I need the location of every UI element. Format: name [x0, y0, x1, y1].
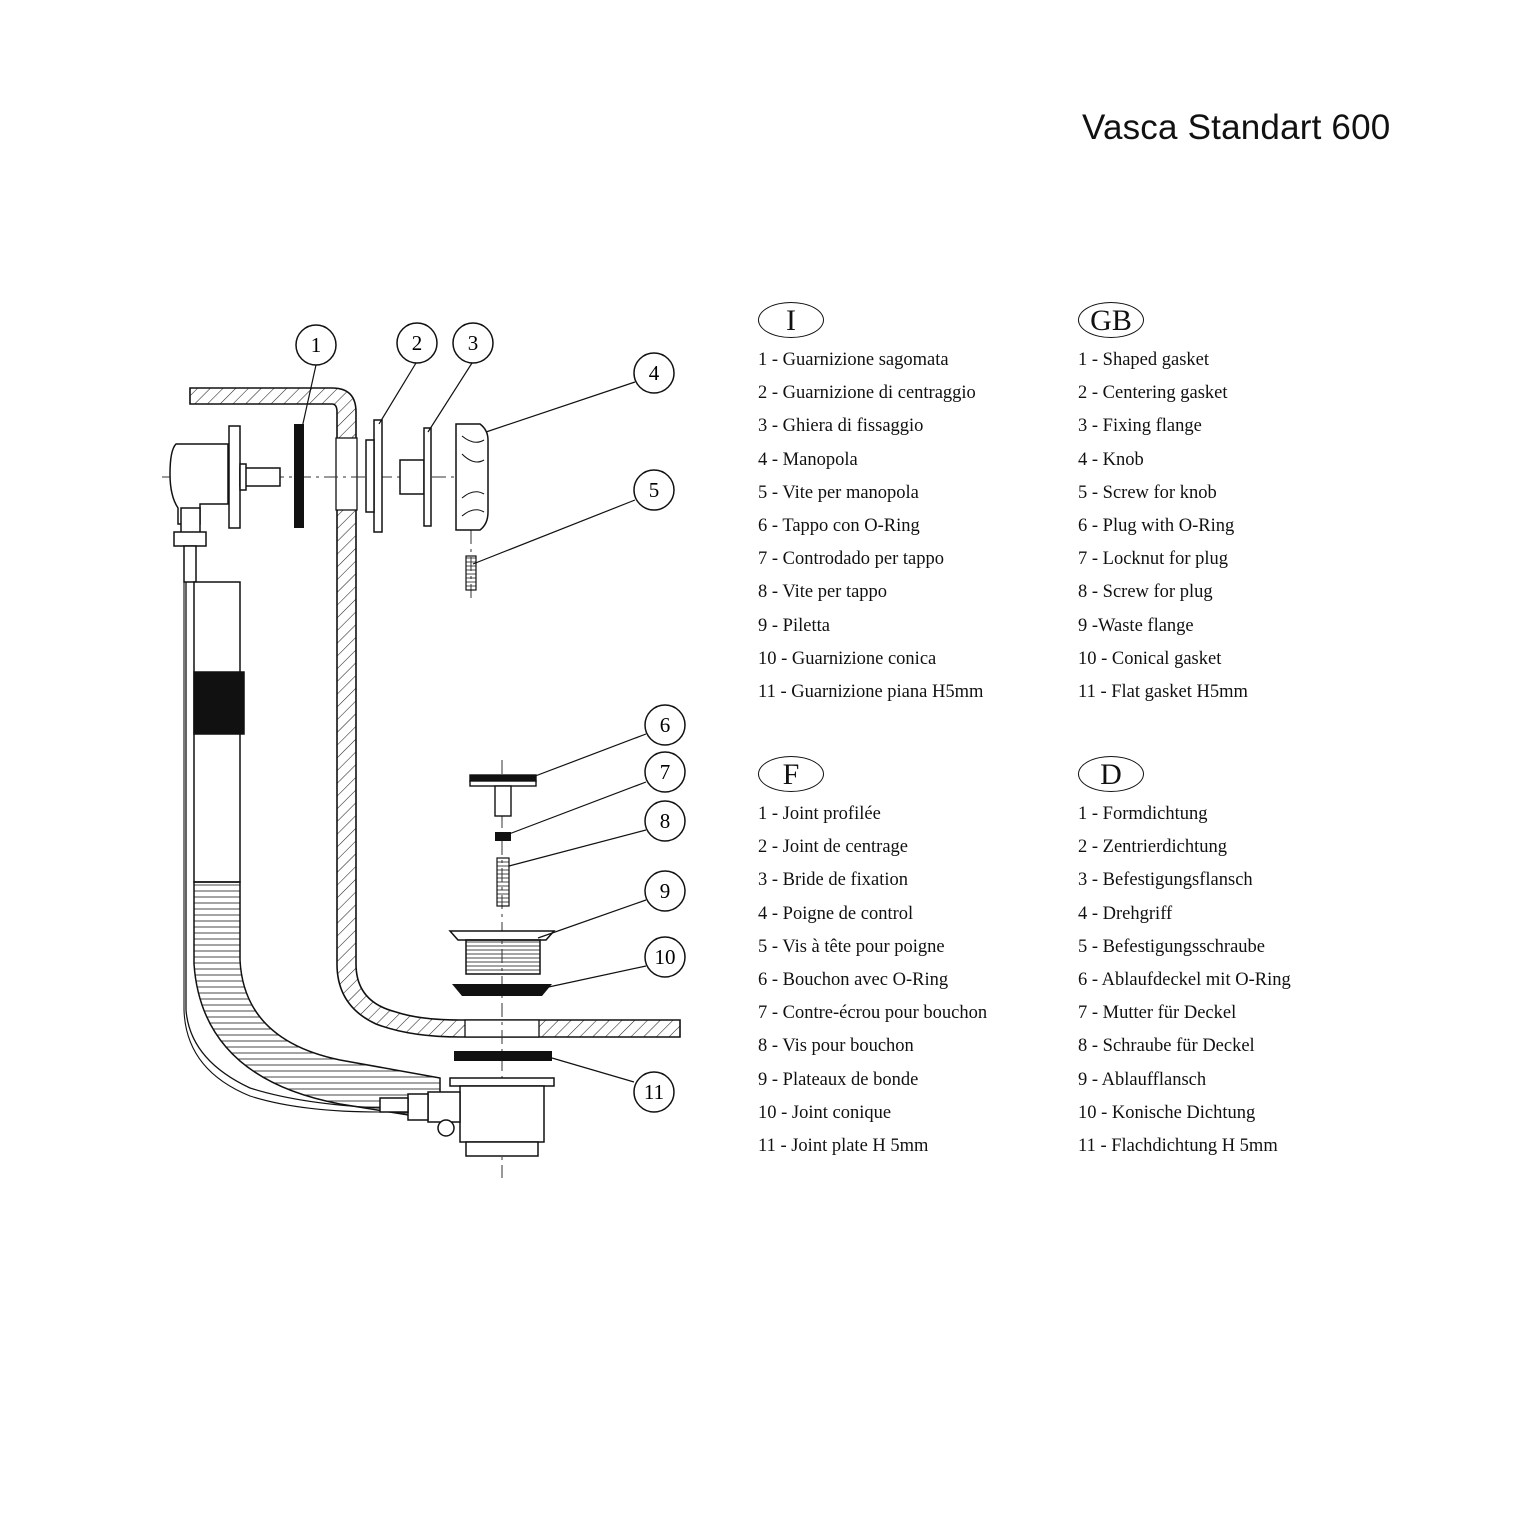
legend-item: 8 - Schraube für Deckel	[1078, 1036, 1255, 1057]
legend-item: 10 - Konische Dichtung	[1078, 1102, 1256, 1123]
legend-item: 10 - Conical gasket	[1078, 648, 1222, 669]
legend-item: 5 - Screw for knob	[1078, 482, 1217, 503]
conical-gasket-part	[452, 984, 552, 996]
fixing-flange-part	[399, 427, 432, 527]
legend-item: 9 - Piletta	[758, 615, 830, 636]
legend-item: 4 - Knob	[1078, 449, 1144, 470]
callout-8: 8	[644, 800, 686, 842]
svg-text:7: 7	[660, 760, 671, 784]
legend-english: GB 1 - Shaped gasket 2 - Centering gaske…	[1078, 302, 1408, 709]
svg-text:6: 6	[660, 713, 671, 737]
legend-list-gb: 1 - Shaped gasket 2 - Centering gasket 3…	[1078, 344, 1408, 709]
plug-screw-part	[496, 857, 510, 907]
legend-item: 8 - Screw for plug	[1078, 582, 1213, 603]
svg-text:3: 3	[468, 331, 479, 355]
legend-item: 9 - Plateaux de bonde	[758, 1069, 919, 1090]
callout-1: 1	[295, 324, 337, 366]
legend-item: 11 - Guarnizione piana H5mm	[758, 681, 984, 702]
legend-item: 6 - Bouchon avec O-Ring	[758, 969, 949, 990]
svg-text:1: 1	[311, 333, 322, 357]
exploded-assembly-diagram: 1 2 3 4 5 6 7 8 9 10 11	[162, 322, 686, 1178]
legend-item: 3 - Fixing flange	[1078, 416, 1202, 437]
callout-7: 7	[644, 751, 686, 793]
legend-item: 5 - Vite per manopola	[758, 482, 919, 503]
legend-item: 2 - Guarnizione di centraggio	[758, 383, 976, 404]
legend-item: 11 - Joint plate H 5mm	[758, 1135, 929, 1156]
legend-item: 8 - Vite per tappo	[758, 582, 888, 603]
legend-item: 4 - Drehgriff	[1078, 903, 1173, 924]
waste-flange-part	[448, 930, 556, 975]
legend-item: 1 - Guarnizione sagomata	[758, 350, 949, 370]
legend-item: 8 - Vis pour bouchon	[758, 1036, 914, 1057]
legend-item: 10 - Joint conique	[758, 1102, 892, 1123]
legend-list-it: 1 - Guarnizione sagomata 2 - Guarnizione…	[758, 344, 1088, 709]
legend-item: 9 -Waste flange	[1078, 615, 1194, 636]
legend-item: 7 - Contre-écrou pour bouchon	[758, 1003, 988, 1024]
language-badge-it: I	[758, 302, 824, 338]
legend-list-de: 1 - Formdichtung 2 - Zentrierdichtung 3 …	[1078, 798, 1408, 1163]
legend-item: 11 - Flachdichtung H 5mm	[1078, 1135, 1278, 1156]
overflow-hose	[183, 581, 441, 1121]
callout-11: 11	[633, 1071, 675, 1113]
legend-list-fr: 1 - Joint profilée 2 - Joint de centrage…	[758, 798, 1088, 1163]
legend-german: D 1 - Formdichtung 2 - Zentrierdichtung …	[1078, 756, 1408, 1163]
legend-item: 7 - Mutter für Deckel	[1078, 1003, 1237, 1024]
callout-4: 4	[633, 352, 675, 394]
shaped-gasket-part	[294, 424, 304, 528]
legend-item: 2 - Joint de centrage	[758, 837, 908, 858]
legend-item: 1 - Formdichtung	[1078, 804, 1208, 824]
language-badge-fr: F	[758, 756, 824, 792]
page-title: Vasca Standart 600	[1082, 108, 1391, 147]
bathtub-wall-section	[189, 387, 681, 1038]
callout-2: 2	[396, 322, 438, 364]
centering-gasket-part	[365, 419, 383, 533]
svg-text:11: 11	[644, 1080, 664, 1104]
flat-gasket-part	[454, 1051, 552, 1061]
callout-3: 3	[452, 322, 494, 364]
legend-item: 2 - Centering gasket	[1078, 383, 1228, 404]
callout-5: 5	[633, 469, 675, 511]
svg-text:2: 2	[412, 331, 423, 355]
legend-item: 2 - Zentrierdichtung	[1078, 837, 1227, 858]
legend-item: 4 - Manopola	[758, 449, 858, 470]
legend-item: 3 - Bride de fixation	[758, 870, 909, 891]
legend-item: 6 - Plug with O-Ring	[1078, 515, 1235, 536]
plug-part	[469, 774, 537, 817]
language-badge-de: D	[1078, 756, 1144, 792]
svg-text:5: 5	[649, 478, 660, 502]
plug-locknut-part	[495, 832, 511, 841]
svg-text:8: 8	[660, 809, 671, 833]
knob-screw-part	[465, 555, 477, 591]
legend-item: 6 - Tappo con O-Ring	[758, 515, 920, 536]
callout-6: 6	[644, 704, 686, 746]
legend-item: 3 - Ghiera di fissaggio	[758, 416, 924, 437]
legend-item: 1 - Shaped gasket	[1078, 350, 1210, 370]
legend-item: 3 - Befestigungsflansch	[1078, 870, 1253, 891]
legend-item: 11 - Flat gasket H5mm	[1078, 681, 1248, 702]
legend-item: 7 - Locknut for plug	[1078, 549, 1229, 570]
callout-leader-lines	[301, 362, 647, 1083]
legend-item: 4 - Poigne de control	[758, 903, 914, 924]
overflow-body	[169, 425, 281, 583]
legend-item: 10 - Guarnizione conica	[758, 648, 937, 669]
legend-item: 6 - Ablaufdeckel mit O-Ring	[1078, 969, 1291, 990]
language-badge-gb: GB	[1078, 302, 1144, 338]
callout-9: 9	[644, 870, 686, 912]
svg-text:4: 4	[649, 361, 660, 385]
legend-item: 9 - Ablaufflansch	[1078, 1069, 1207, 1090]
callout-10: 10	[644, 936, 686, 978]
knob-part	[455, 423, 489, 531]
legend-french: F 1 - Joint profilée 2 - Joint de centra…	[758, 756, 1088, 1163]
legend-item: 5 - Befestigungsschraube	[1078, 936, 1266, 957]
legend-item: 5 - Vis à tête pour poigne	[758, 936, 945, 957]
legend-italian: I 1 - Guarnizione sagomata 2 - Guarnizio…	[758, 302, 1088, 709]
waste-body	[379, 1077, 555, 1157]
legend-item: 7 - Controdado per tappo	[758, 549, 944, 570]
legend-item: 1 - Joint profilée	[758, 804, 881, 824]
svg-text:10: 10	[655, 945, 676, 969]
svg-text:9: 9	[660, 879, 671, 903]
